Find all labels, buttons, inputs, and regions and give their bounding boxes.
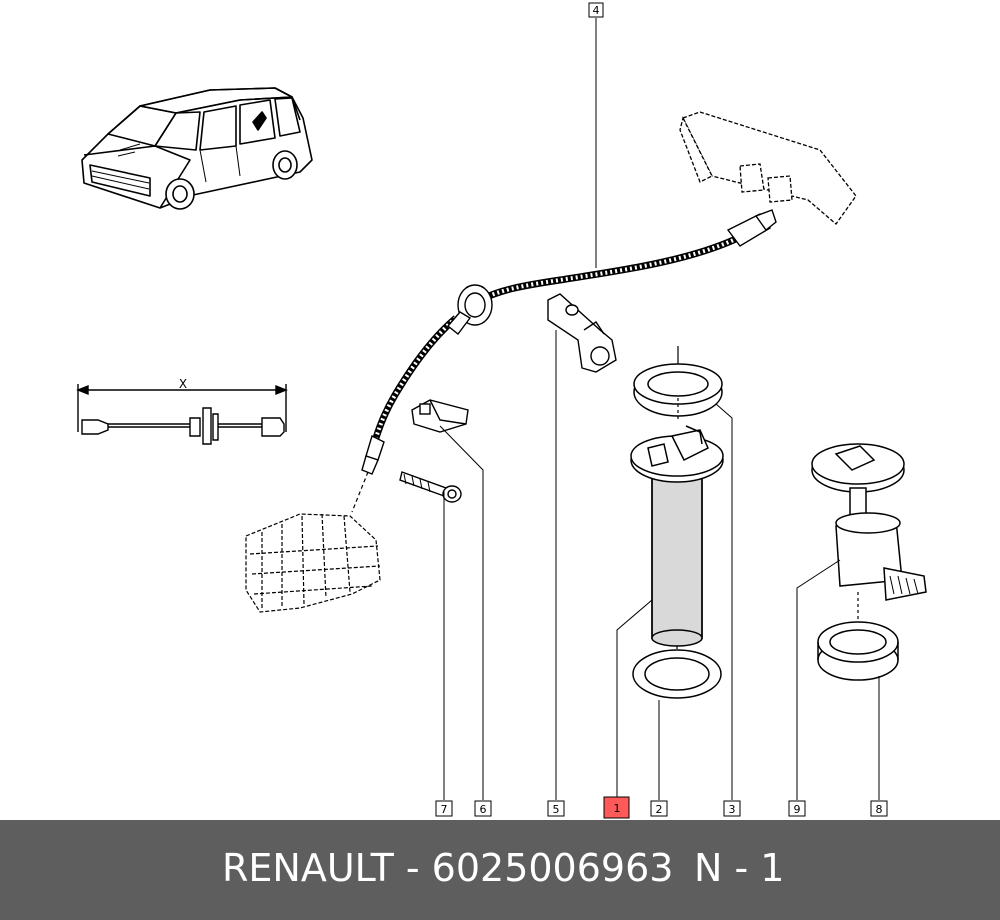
gearbox-housing — [245, 513, 381, 613]
cable-dimension-view — [76, 384, 288, 445]
dimension-label-x: X — [179, 377, 187, 391]
van-illustration — [81, 87, 313, 210]
callout-2: 2 — [650, 800, 668, 817]
part-8-ring — [817, 621, 899, 681]
callout-6: 6 — [474, 800, 492, 817]
callout-8-label: 8 — [876, 803, 883, 816]
callout-5-label: 5 — [553, 803, 560, 816]
callout-4: 4 — [588, 2, 604, 18]
speedometer-cable — [351, 209, 777, 513]
instrument-cluster — [679, 111, 857, 225]
callout-3: 3 — [723, 800, 741, 817]
part-3-locking-ring — [633, 346, 723, 420]
callout-leaders — [439, 18, 880, 800]
part-2-seal — [632, 646, 722, 699]
part-5-holder — [547, 293, 617, 373]
footer-bar: RENAULT - 6025006963 N - 1 — [0, 820, 1000, 920]
callout-9: 9 — [788, 800, 806, 817]
callout-1-label: 1 — [614, 802, 621, 815]
part-number-text: RENAULT - 6025006963 — [222, 846, 674, 890]
exploded-parts-diagram: X — [76, 2, 927, 819]
callout-8: 8 — [870, 800, 888, 817]
part-9-fuel-pump — [811, 443, 927, 622]
part-6-clip — [411, 399, 469, 433]
callout-5: 5 — [547, 800, 565, 817]
part-7-stud — [399, 471, 462, 503]
position-number-text: N - 1 — [694, 846, 785, 890]
callout-1: 1 — [603, 796, 630, 819]
callout-9-label: 9 — [794, 803, 801, 816]
callout-4-label: 4 — [593, 4, 600, 17]
part-1-fuel-sender — [630, 425, 724, 647]
callout-7-label: 7 — [441, 803, 448, 816]
callout-3-label: 3 — [729, 803, 736, 816]
callout-2-label: 2 — [656, 803, 663, 816]
callout-7: 7 — [435, 800, 453, 817]
callout-6-label: 6 — [480, 803, 487, 816]
